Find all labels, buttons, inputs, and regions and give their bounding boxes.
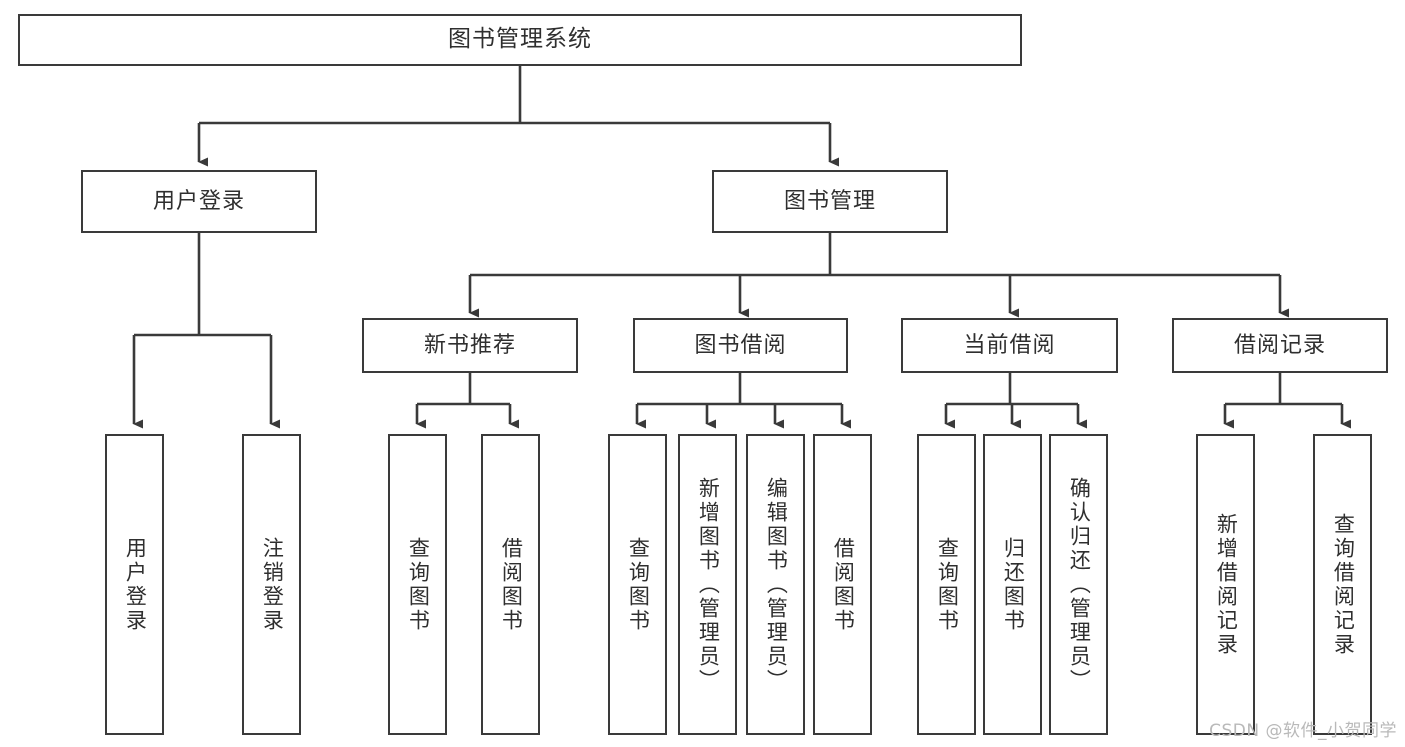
node-label: 用户登录	[123, 536, 148, 633]
node-user-login[interactable]: 用户登录	[81, 170, 317, 233]
node-label: 查询图书	[626, 536, 651, 633]
leaf-borrow-books-recommend[interactable]: 借阅图书	[481, 434, 540, 735]
leaf-query-books-current[interactable]: 查询图书	[917, 434, 976, 735]
leaf-user-login[interactable]: 用户登录	[105, 434, 164, 735]
node-label: 借阅记录	[1233, 332, 1326, 358]
node-label: 新增图书（管理员）	[696, 476, 721, 693]
leaf-add-borrow-record[interactable]: 新增借阅记录	[1196, 434, 1255, 735]
leaf-add-book-admin[interactable]: 新增图书（管理员）	[678, 434, 737, 735]
leaf-confirm-return-admin[interactable]: 确认归还（管理员）	[1049, 434, 1108, 735]
node-label: 借阅图书	[831, 536, 856, 633]
node-label: 确认归还（管理员）	[1067, 476, 1092, 693]
node-label: 编辑图书（管理员）	[764, 476, 789, 693]
node-root-system[interactable]: 图书管理系统	[18, 14, 1022, 66]
node-label: 图书借阅	[694, 332, 787, 358]
node-label: 查询图书	[406, 536, 431, 633]
node-label: 借阅图书	[499, 536, 524, 633]
node-label: 注销登录	[260, 536, 285, 633]
leaf-return-books[interactable]: 归还图书	[983, 434, 1042, 735]
leaf-query-books-borrow[interactable]: 查询图书	[608, 434, 667, 735]
node-new-book-recommend[interactable]: 新书推荐	[362, 318, 578, 373]
leaf-borrow-books[interactable]: 借阅图书	[813, 434, 872, 735]
node-book-borrow[interactable]: 图书借阅	[633, 318, 848, 373]
leaf-edit-book-admin[interactable]: 编辑图书（管理员）	[746, 434, 805, 735]
leaf-query-borrow-record[interactable]: 查询借阅记录	[1313, 434, 1372, 735]
leaf-query-books-recommend[interactable]: 查询图书	[388, 434, 447, 735]
leaf-logout-login[interactable]: 注销登录	[242, 434, 301, 735]
watermark-text: CSDN @软件_小贺同学	[1209, 721, 1397, 741]
node-label: 新增借阅记录	[1214, 512, 1239, 657]
node-borrow-records[interactable]: 借阅记录	[1172, 318, 1388, 373]
node-book-management[interactable]: 图书管理	[712, 170, 948, 233]
node-label: 查询借阅记录	[1331, 512, 1356, 657]
node-label: 图书管理系统	[448, 26, 592, 53]
node-label: 归还图书	[1001, 536, 1026, 633]
node-label: 图书管理	[783, 188, 876, 214]
node-label: 用户登录	[152, 188, 245, 214]
node-label: 当前借阅	[963, 332, 1056, 358]
node-label: 新书推荐	[423, 332, 516, 358]
node-current-borrow[interactable]: 当前借阅	[901, 318, 1118, 373]
node-label: 查询图书	[935, 536, 960, 633]
